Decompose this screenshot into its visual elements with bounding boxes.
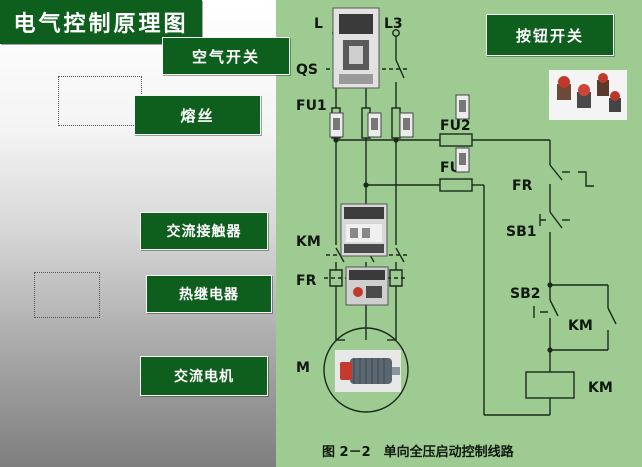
schematic-caption: 图 2－2 单向全压启动控制线路	[322, 444, 515, 460]
push-button-photo	[549, 70, 627, 120]
label-motor: 交流电机	[140, 356, 268, 396]
label-km-coil: KM	[588, 380, 613, 396]
label-fu1: FU1	[296, 98, 327, 114]
placeholder-box-bottom	[34, 272, 100, 318]
phase-label-l3: L3	[384, 16, 403, 32]
label-fuse: 熔丝	[134, 95, 261, 135]
motor-photo	[335, 350, 401, 392]
label-sb1: SB1	[506, 224, 537, 240]
label-push-button: 按钮开关	[486, 14, 614, 56]
label-km-aux: KM	[568, 318, 593, 334]
label-motor-m: M	[296, 360, 310, 376]
breaker-photo	[332, 7, 380, 89]
fuse-photos	[329, 94, 470, 173]
junction-dots	[333, 137, 553, 353]
label-qs: QS	[296, 62, 318, 78]
thermal-relay-photo	[345, 266, 389, 306]
phase-label-l1: L	[314, 16, 323, 32]
label-breaker: 空气开关	[162, 37, 290, 75]
contactor-photo	[340, 203, 388, 257]
label-fr-main: FR	[296, 273, 317, 289]
label-fu2-top: FU2	[440, 118, 471, 134]
label-km-main: KM	[296, 234, 321, 250]
label-contactor: 交流接触器	[140, 212, 268, 250]
slide-title: 电气控制原理图	[0, 0, 202, 44]
label-sb2: SB2	[510, 286, 541, 302]
label-thermal-relay: 热继电器	[146, 275, 272, 313]
label-fr-ctrl: FR	[512, 178, 533, 194]
